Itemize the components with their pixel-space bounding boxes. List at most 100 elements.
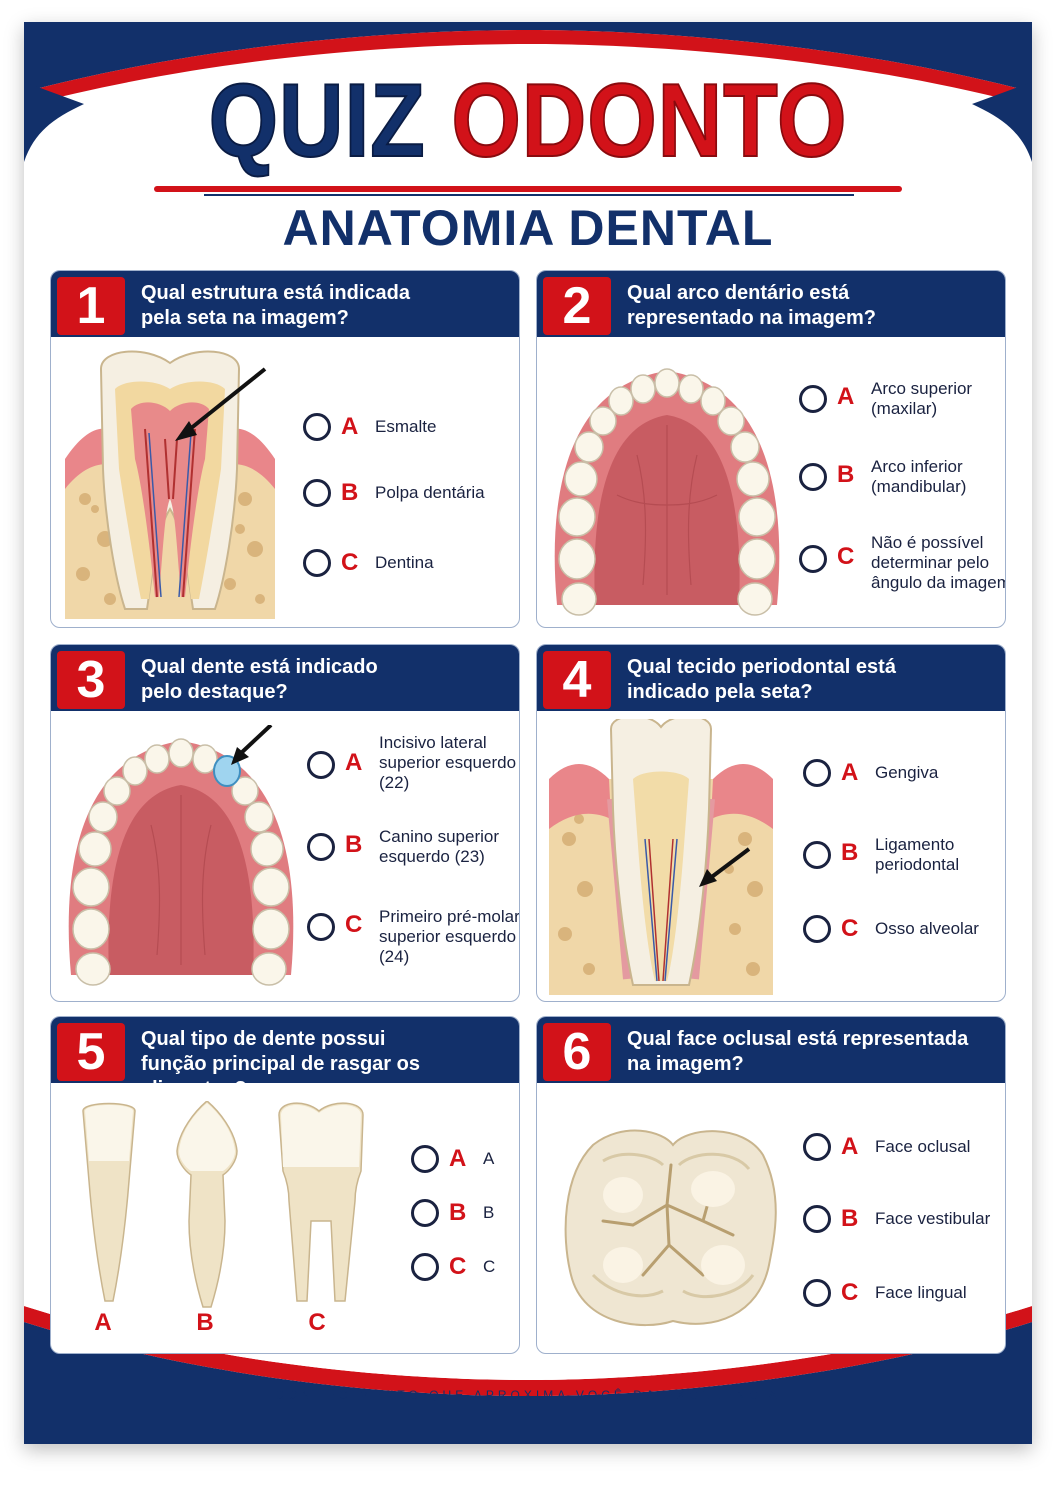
radio-circle[interactable] bbox=[411, 1145, 439, 1173]
option-letter: C bbox=[841, 915, 859, 942]
title-divider-thin bbox=[204, 194, 854, 196]
question-text: Qual dente está indicado pelo destaque? bbox=[141, 655, 511, 705]
question-card-3: 3 Qual dente está indicado pelo destaque… bbox=[50, 644, 520, 1002]
option-line: Não é possível bbox=[871, 533, 984, 552]
radio-circle[interactable] bbox=[303, 413, 331, 441]
question-text: Qual tecido periodontal está indicado pe… bbox=[627, 655, 997, 705]
question-number: 3 bbox=[57, 651, 125, 709]
question-line: Qual tipo de dente possui bbox=[141, 1028, 386, 1050]
option-line: (maxilar) bbox=[871, 399, 938, 418]
question-line: indicado pela seta? bbox=[627, 681, 813, 703]
option-text: Dentina bbox=[375, 553, 519, 573]
question-number: 1 bbox=[57, 277, 125, 335]
dental-arch-highlight-icon bbox=[68, 725, 294, 986]
question-line: Qual arco dentário está bbox=[627, 282, 850, 304]
question-line: pela seta na imagem? bbox=[141, 307, 349, 329]
question-header: 5 Qual tipo de dente possui função princ… bbox=[51, 1017, 519, 1100]
option-letter: A bbox=[837, 383, 855, 410]
option-text: Canino superior esquerdo (23) bbox=[379, 827, 519, 867]
radio-circle[interactable] bbox=[307, 751, 335, 779]
option-line: Face vestibular bbox=[875, 1209, 991, 1228]
radio-circle[interactable] bbox=[799, 463, 827, 491]
option-line: Osso alveolar bbox=[875, 919, 979, 938]
question-card-2: 2 Qual arco dentário está representado n… bbox=[536, 270, 1006, 628]
option-line: Incisivo lateral bbox=[379, 733, 487, 752]
tooth-label-a: A bbox=[94, 1309, 112, 1336]
option-line: Face lingual bbox=[875, 1283, 967, 1302]
radio-circle[interactable] bbox=[411, 1199, 439, 1227]
question-line: pelo destaque? bbox=[141, 681, 288, 703]
title-quiz: QUIZ bbox=[208, 63, 426, 179]
question-header: 1 Qual estrutura está indicada pela seta… bbox=[51, 271, 519, 337]
tooth-cross-section-icon bbox=[65, 350, 275, 619]
option-line: superior esquerdo bbox=[379, 927, 517, 946]
radio-circle[interactable] bbox=[803, 1133, 831, 1161]
tooth-label-b: B bbox=[196, 1309, 214, 1336]
option-letter: A bbox=[341, 413, 359, 440]
option-letter: C bbox=[345, 911, 363, 938]
question-header: 2 Qual arco dentário está representado n… bbox=[537, 271, 1005, 337]
option-text: Arco superior (maxilar) bbox=[871, 379, 1005, 419]
question-text: Qual face oclusal está representada na i… bbox=[627, 1027, 997, 1077]
quiz-poster: QUIZ ODONTO ANATOMIA DENTAL 1 Qual estru… bbox=[24, 22, 1032, 1444]
radio-circle[interactable] bbox=[799, 545, 827, 573]
option-line: superior esquerdo bbox=[379, 753, 517, 772]
title-divider bbox=[154, 186, 902, 192]
poster-subtitle: ANATOMIA DENTAL bbox=[282, 200, 774, 256]
option-line: Dentina bbox=[375, 553, 434, 572]
radio-circle[interactable] bbox=[803, 841, 831, 869]
option-line: A bbox=[483, 1149, 495, 1168]
option-letter: A bbox=[449, 1145, 467, 1172]
option-letter: A bbox=[345, 749, 363, 776]
radio-circle[interactable] bbox=[803, 1205, 831, 1233]
option-line: Gengiva bbox=[875, 763, 939, 782]
question-line: Qual face oclusal está representada bbox=[627, 1028, 969, 1050]
option-letter: C bbox=[837, 543, 855, 570]
radio-circle[interactable] bbox=[303, 479, 331, 507]
question-number: 2 bbox=[543, 277, 611, 335]
question-line: função principal de rasgar os alimentos? bbox=[141, 1053, 420, 1100]
question-number: 5 bbox=[57, 1023, 125, 1081]
three-teeth-icon bbox=[82, 1101, 364, 1308]
option-text: Primeiro pré-molar superior esquerdo (24… bbox=[379, 907, 520, 967]
option-letter: B bbox=[837, 461, 855, 488]
question-line: Qual tecido periodontal está bbox=[627, 656, 896, 678]
option-line: (22) bbox=[379, 773, 410, 792]
option-text: Arco inferior (mandibular) bbox=[871, 457, 1005, 497]
radio-circle[interactable] bbox=[307, 833, 335, 861]
radio-circle[interactable] bbox=[803, 915, 831, 943]
option-line: determinar pelo bbox=[871, 553, 990, 572]
question-line: Qual estrutura está indicada bbox=[141, 282, 410, 304]
background-swoosh bbox=[24, 22, 1032, 1444]
radio-circle[interactable] bbox=[799, 385, 827, 413]
option-line: Primeiro pré-molar bbox=[379, 907, 520, 926]
option-letter: B bbox=[841, 839, 859, 866]
option-line: Arco superior bbox=[871, 379, 973, 398]
option-line: C bbox=[483, 1257, 496, 1276]
radio-circle[interactable] bbox=[803, 1279, 831, 1307]
radio-circle[interactable] bbox=[303, 549, 331, 577]
option-line: Arco inferior bbox=[871, 457, 963, 476]
poster-title: QUIZ ODONTO bbox=[95, 63, 962, 179]
radio-circle[interactable] bbox=[803, 759, 831, 787]
option-text: Polpa dentária bbox=[375, 483, 519, 503]
option-letter: C bbox=[341, 549, 359, 576]
question-header: 6 Qual face oclusal está representada na… bbox=[537, 1017, 1005, 1083]
question-text: Qual estrutura está indicada pela seta n… bbox=[141, 281, 511, 331]
option-line: Face oclusal bbox=[875, 1137, 971, 1156]
question-header: 4 Qual tecido periodontal está indicado … bbox=[537, 645, 1005, 711]
option-text: Osso alveolar bbox=[875, 919, 1005, 939]
option-text: Face lingual bbox=[875, 1283, 1005, 1303]
option-letter: C bbox=[841, 1279, 859, 1306]
option-line: periodontal bbox=[875, 855, 960, 874]
option-text: B bbox=[483, 1203, 519, 1223]
question-number: 4 bbox=[543, 651, 611, 709]
option-text: Face oclusal bbox=[875, 1137, 1005, 1157]
option-line: Polpa dentária bbox=[375, 483, 485, 502]
option-text: Ligamento periodontal bbox=[875, 835, 1005, 875]
title-odonto: ODONTO bbox=[451, 63, 848, 179]
radio-circle[interactable] bbox=[307, 913, 335, 941]
option-letter: A bbox=[841, 759, 859, 786]
radio-circle[interactable] bbox=[411, 1253, 439, 1281]
periodontal-section-icon bbox=[549, 719, 773, 995]
